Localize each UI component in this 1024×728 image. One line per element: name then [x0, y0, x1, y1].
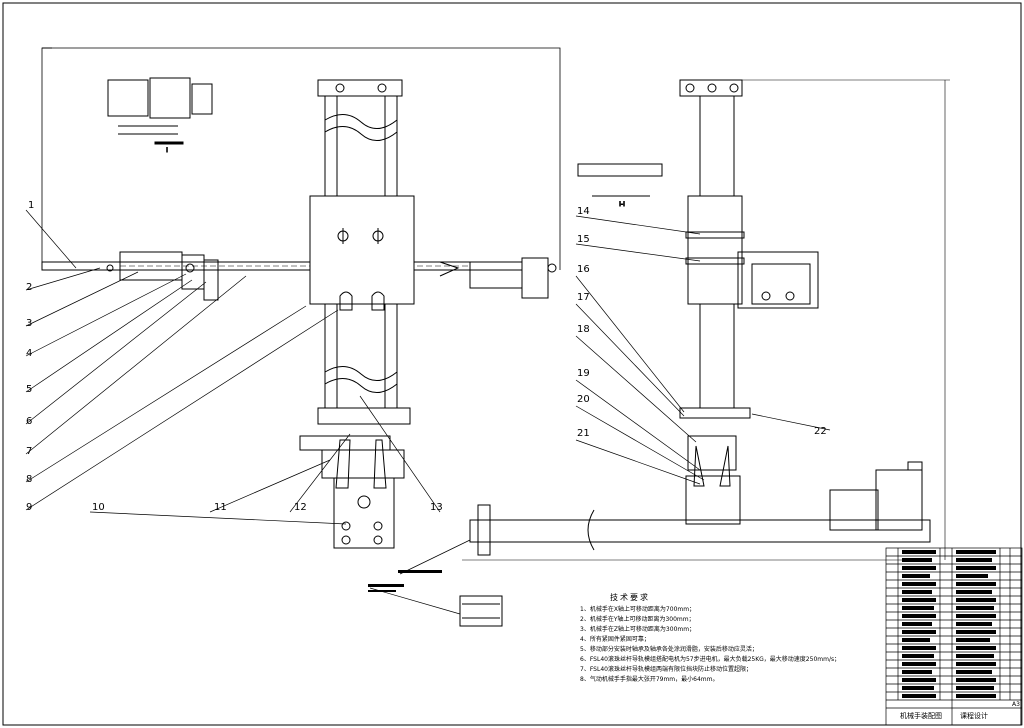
- drawing-name: 机械手装配图: [900, 711, 942, 720]
- callout-7: 7: [26, 446, 32, 457]
- callout-1: 1: [28, 200, 34, 211]
- callout-9: 9: [26, 502, 32, 513]
- note-item-7: 7、FSL40滚珠丝杆导轨模组两端有限位挡块防止移动位置超限；: [580, 665, 752, 673]
- note-item-1: 1、机械手在X轴上可移动距离为700mm；: [580, 605, 695, 613]
- parts-list-entries: [902, 550, 996, 698]
- title-block: [885, 547, 1023, 726]
- notes-title: 技术要求: [610, 592, 650, 602]
- callout-17: 17: [577, 292, 590, 303]
- detail-label-i-i: I-I: [619, 201, 625, 208]
- note-item-6: 6、FSL40滚珠丝杆导轨模组搭配电机为57步进电机，最大负载25KG，最大移动…: [580, 655, 840, 663]
- detail-view-bottom: [368, 570, 503, 627]
- x-axis-end-block: [469, 261, 523, 289]
- callout-22: 22: [814, 426, 827, 437]
- callout-10: 10: [92, 502, 105, 513]
- callout-4: 4: [26, 348, 32, 359]
- callout-15: 15: [577, 234, 590, 245]
- note-item-4: 4、所有紧固件紧固可靠；: [580, 635, 650, 643]
- callout-14: 14: [577, 206, 590, 217]
- front-view: [41, 47, 561, 549]
- column-carriage: [309, 195, 415, 305]
- note-item-5: 5、移动部分安装时轴承及轴承各处涂润滑脂，安装后移动应灵活；: [580, 645, 758, 653]
- callout-6: 6: [26, 416, 32, 427]
- callout-20: 20: [577, 394, 590, 405]
- callout-18: 18: [577, 324, 590, 335]
- note-item-3: 3、机械手在Z轴上可移动距离为300mm；: [580, 625, 695, 633]
- sheet-size: A3: [1012, 701, 1020, 708]
- callout-3: 3: [26, 318, 32, 329]
- note-item-2: 2、机械手在Y轴上可移动距离为300mm；: [580, 615, 695, 623]
- gripper-base: [333, 477, 395, 549]
- callout-numbers: 1 2 3 4 5 6 7 8 9 10 11 12 13 14 15 16 1…: [26, 200, 827, 513]
- leader-lines: [25, 209, 831, 615]
- side-motor-block: [737, 251, 819, 309]
- side-view: I-I: [462, 79, 950, 561]
- callout-16: 16: [577, 264, 590, 275]
- detail-label-i: I: [166, 147, 168, 154]
- technical-notes: 技术要求 1、机械手在X轴上可移动距离为700mm； 2、机械手在Y轴上可移动距…: [580, 592, 840, 683]
- side-guide-rail: [469, 519, 931, 543]
- callout-2: 2: [26, 282, 32, 293]
- callout-13: 13: [430, 502, 443, 513]
- detail-view-top-left: I: [107, 77, 213, 155]
- callout-8: 8: [26, 474, 32, 485]
- column-top-cap: [317, 79, 403, 97]
- note-item-8: 8、气动机械手手指最大张开79mm，最小64mm。: [580, 675, 718, 683]
- callout-19: 19: [577, 368, 590, 379]
- callout-21: 21: [577, 428, 590, 439]
- dimension-line-width: [41, 47, 561, 270]
- callout-11: 11: [214, 502, 227, 513]
- course-name: 课程设计: [960, 711, 988, 720]
- column-bottom-plate: [317, 407, 411, 425]
- callout-5: 5: [26, 384, 32, 395]
- side-carriage: [687, 195, 743, 305]
- callout-12: 12: [294, 502, 307, 513]
